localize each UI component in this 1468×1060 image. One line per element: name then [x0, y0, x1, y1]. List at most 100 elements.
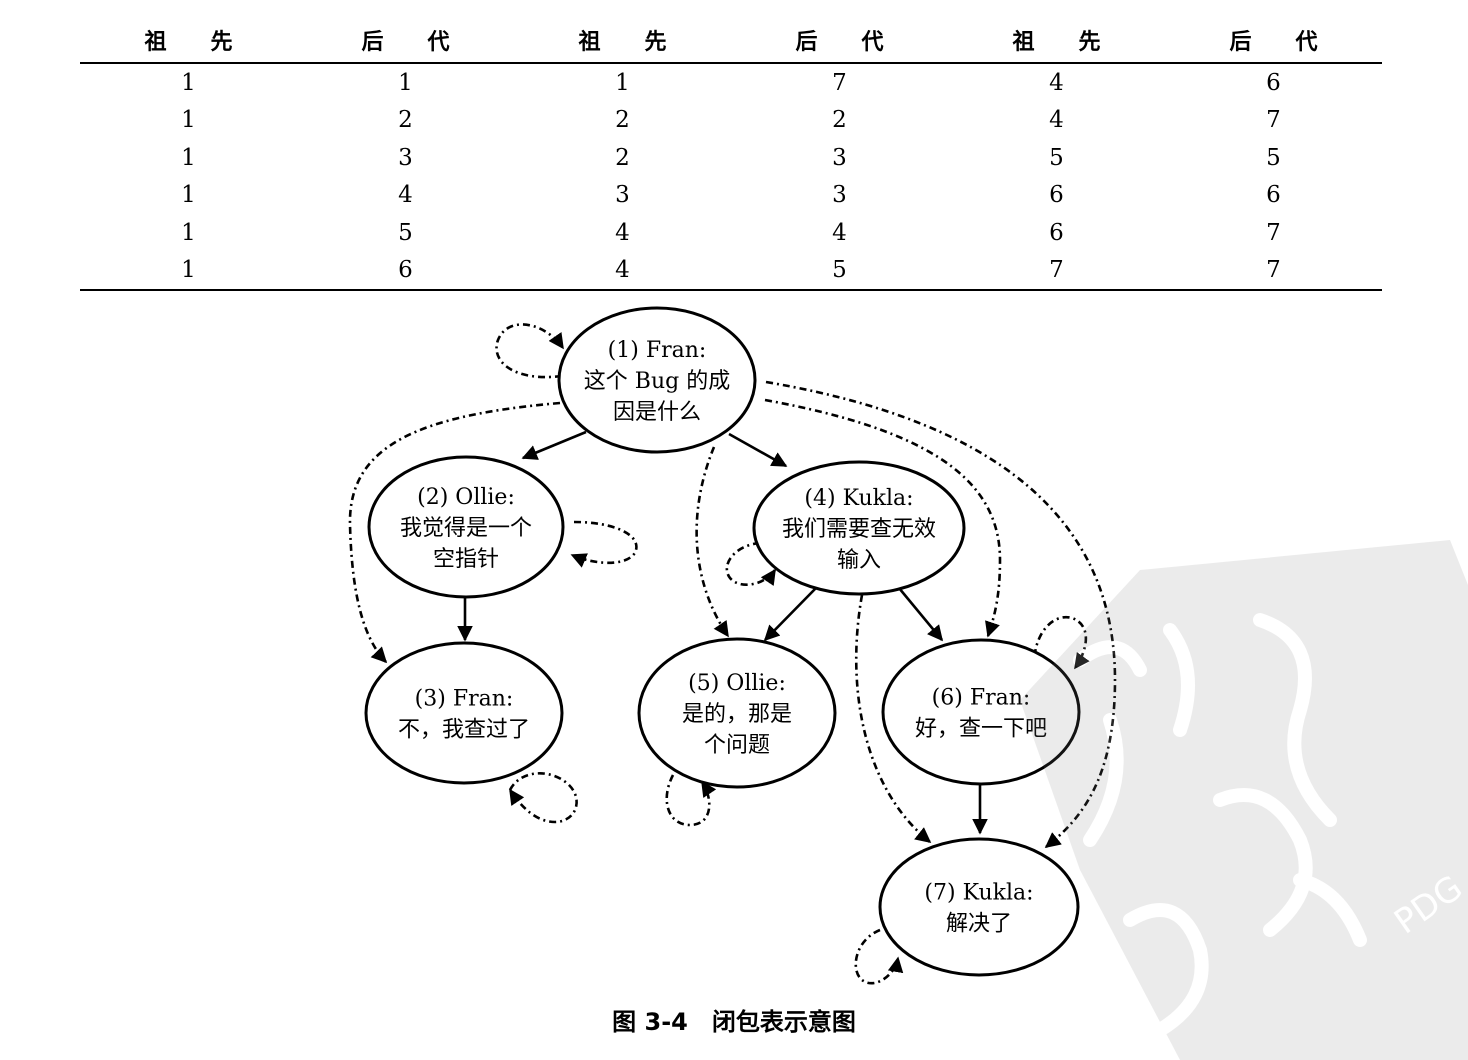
edges-layer	[348, 323, 1117, 985]
node-ellipse	[557, 306, 757, 454]
table-cell: 6	[1266, 182, 1281, 209]
table-cell: 2	[615, 107, 630, 134]
node-ellipse	[878, 837, 1080, 977]
node-label-line: (6) Fran:	[932, 686, 1031, 711]
table-cell: 4	[615, 219, 630, 246]
node-label-line: (5) Ollie:	[688, 671, 786, 696]
column-header-descendant: 后代	[1165, 18, 1382, 64]
column-header-ancestor: 祖先	[80, 18, 297, 64]
node-ellipse	[752, 460, 966, 596]
node-7: (7) Kukla: 解决了	[878, 837, 1080, 977]
node-ellipse	[364, 641, 564, 785]
closure-edge-4-7	[854, 594, 932, 844]
table-cell: 6	[297, 251, 514, 291]
table-cell: 3	[398, 144, 413, 171]
table-cell: 4	[1049, 107, 1064, 134]
table-cell: 1	[181, 219, 196, 246]
table-cell: 4	[1049, 69, 1064, 96]
table-cell: 1	[181, 107, 196, 134]
self-loop-7	[854, 928, 904, 985]
self-loop-4	[725, 541, 777, 587]
parent-edge-1-4	[728, 432, 788, 468]
self-loop-1	[495, 323, 565, 379]
node-ellipse	[881, 638, 1081, 786]
table-cell: 5	[398, 219, 413, 246]
closure-edge-1-3	[348, 401, 561, 664]
closure-edge-1-5	[695, 446, 730, 638]
table-cell: 2	[832, 107, 847, 134]
node-label-line: 这个 Bug 的成	[584, 369, 730, 394]
column-header-ancestor: 祖先	[948, 18, 1165, 64]
node-label-line: (3) Fran:	[415, 687, 514, 712]
table-cell: 6	[1049, 182, 1064, 209]
table-cell: 3	[615, 182, 630, 209]
closure-edge-1-7	[765, 380, 1117, 849]
figure-caption: 图 3-4 闭包表示意图	[612, 1008, 856, 1036]
self-loop-2	[570, 520, 638, 568]
node-label-line: 不，我查过了	[398, 718, 530, 743]
table-cell: 6	[1266, 69, 1281, 96]
node-label-line: 空指针	[433, 547, 499, 572]
self-loop-3	[508, 772, 578, 824]
node-6: (6) Fran: 好，查一下吧	[881, 638, 1081, 786]
table-cell: 3	[832, 182, 847, 209]
column-header-descendant: 后代	[731, 18, 948, 64]
table-cell: 1	[80, 251, 297, 291]
table-cell: 1	[615, 69, 630, 96]
node-ellipse	[367, 455, 565, 599]
column-header-descendant: 后代	[297, 18, 514, 64]
closure-edge-1-6	[764, 398, 1002, 638]
node-label-line: (7) Kukla:	[924, 881, 1033, 906]
node-label-line: 因是什么	[613, 400, 701, 425]
table-cell: 7	[1266, 107, 1281, 134]
parent-edge-1-2	[521, 430, 587, 460]
table-row: 1 1 1 7 4 6	[80, 63, 1382, 102]
table-cell: 7	[948, 251, 1165, 291]
table-cell: 7	[1266, 219, 1281, 246]
table-row: 1 5 4 4 6 7	[80, 214, 1382, 252]
table-cell: 1	[398, 69, 413, 96]
table-cell: 7	[832, 69, 847, 96]
node-ellipse	[637, 637, 837, 789]
node-label-line: 解决了	[946, 912, 1012, 937]
table-row: 1 4 3 3 6 6	[80, 177, 1382, 215]
node-label-line: 是的，那是	[682, 702, 792, 727]
node-label-line: 我们需要查无效	[782, 517, 936, 542]
table-cell: 1	[181, 69, 196, 96]
table-cell: 4	[514, 251, 731, 291]
node-label-line: 输入	[837, 548, 881, 573]
table-cell: 3	[832, 144, 847, 171]
node-label-line: 个问题	[704, 733, 770, 758]
node-label-line: (4) Kukla:	[804, 486, 913, 511]
column-header-ancestor: 祖先	[514, 18, 731, 64]
node-label-line: (1) Fran:	[608, 338, 707, 363]
node-label-line: 好，查一下吧	[915, 717, 1047, 742]
node-label-line: (2) Ollie:	[417, 485, 515, 510]
table-cell: 1	[181, 182, 196, 209]
table-cell: 6	[1049, 219, 1064, 246]
table-cell: 5	[1266, 144, 1281, 171]
table-row: 1 2 2 2 4 7	[80, 102, 1382, 140]
table-cell: 2	[398, 107, 413, 134]
table-cell: 5	[731, 251, 948, 291]
table-cell: 2	[615, 144, 630, 171]
parent-edge-4-5	[763, 587, 817, 642]
node-label-line: 我觉得是一个	[400, 516, 532, 541]
table-cell: 4	[398, 182, 413, 209]
self-loop-5	[665, 774, 717, 827]
table-cell: 1	[181, 144, 196, 171]
table-header-row: 祖先 后代 祖先 后代 祖先 后代	[80, 18, 1382, 64]
node-3: (3) Fran: 不，我查过了	[364, 641, 564, 785]
table-cell: 4	[832, 219, 847, 246]
parent-edge-4-6	[897, 587, 944, 642]
